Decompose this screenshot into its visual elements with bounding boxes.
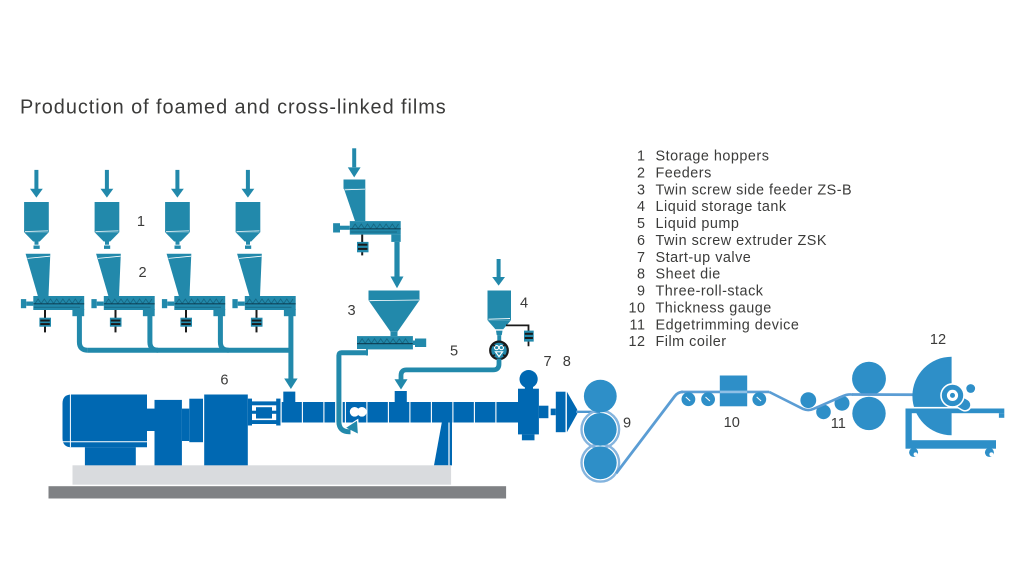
svg-text:Thickness gauge: Thickness gauge <box>656 300 772 316</box>
svg-text:11: 11 <box>831 416 846 432</box>
svg-text:4: 4 <box>637 199 646 215</box>
svg-text:8: 8 <box>637 267 646 283</box>
svg-text:5: 5 <box>450 344 458 360</box>
svg-text:Storage hoppers: Storage hoppers <box>656 149 770 165</box>
svg-text:4: 4 <box>520 296 528 312</box>
svg-text:10: 10 <box>628 300 645 316</box>
svg-text:5: 5 <box>637 216 646 232</box>
svg-text:1: 1 <box>637 149 646 165</box>
svg-text:10: 10 <box>724 415 740 431</box>
svg-text:7: 7 <box>637 250 646 266</box>
svg-text:2: 2 <box>637 165 646 181</box>
svg-text:3: 3 <box>347 303 355 319</box>
svg-text:9: 9 <box>623 416 631 432</box>
svg-text:1: 1 <box>137 214 145 230</box>
svg-text:Production of foamed and cross: Production of foamed and cross-linked fi… <box>20 97 447 119</box>
svg-text:6: 6 <box>220 373 228 389</box>
svg-text:Liquid pump: Liquid pump <box>656 216 740 232</box>
svg-text:Edgetrimming device: Edgetrimming device <box>656 317 800 333</box>
svg-text:Film coiler: Film coiler <box>656 334 727 350</box>
svg-text:Sheet die: Sheet die <box>656 267 721 283</box>
svg-text:6: 6 <box>637 233 646 249</box>
svg-text:12: 12 <box>628 334 645 350</box>
svg-text:8: 8 <box>563 354 571 370</box>
svg-text:Start-up valve: Start-up valve <box>656 250 752 266</box>
svg-text:Twin screw side feeder ZS-B: Twin screw side feeder ZS-B <box>656 182 853 198</box>
svg-text:Liquid storage tank: Liquid storage tank <box>656 199 787 215</box>
svg-text:Feeders: Feeders <box>656 165 712 181</box>
svg-text:9: 9 <box>637 284 646 300</box>
svg-text:3: 3 <box>637 182 646 198</box>
svg-text:11: 11 <box>630 317 646 333</box>
svg-text:2: 2 <box>138 265 146 281</box>
svg-text:Twin screw extruder ZSK: Twin screw extruder ZSK <box>656 233 827 249</box>
svg-text:7: 7 <box>543 354 551 370</box>
svg-text:12: 12 <box>930 332 946 348</box>
svg-text:Three-roll-stack: Three-roll-stack <box>656 284 764 300</box>
